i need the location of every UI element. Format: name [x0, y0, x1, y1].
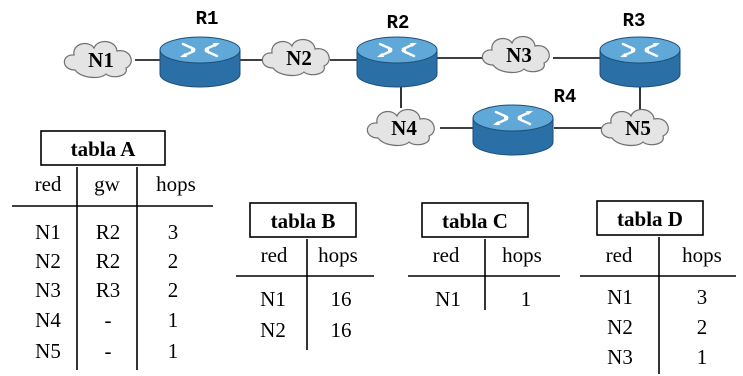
column-header: gw — [94, 172, 121, 196]
network-n2: N2 — [261, 38, 330, 77]
router-icon — [355, 35, 439, 89]
network-label: N3 — [506, 43, 532, 67]
table-title-box — [40, 130, 166, 166]
cell-red: N2 — [260, 318, 286, 342]
table-title-box — [249, 202, 357, 238]
cell-gw: R2 — [96, 220, 121, 244]
cell-red: N1 — [260, 287, 286, 311]
cell-gw: R3 — [96, 278, 121, 302]
router-icon — [471, 103, 555, 157]
cell-red: N3 — [35, 278, 61, 302]
router-r3: R3 — [598, 10, 682, 89]
table-row: N2 R2 2 — [35, 249, 178, 273]
router-label: R3 — [623, 10, 646, 32]
column-header: hops — [502, 243, 542, 267]
table-row: N5 - 1 — [35, 339, 178, 363]
cell-gw: - — [105, 339, 112, 363]
cell-red: N4 — [35, 308, 61, 332]
table-row: N1 1 — [435, 287, 531, 311]
table-b: tabla B red hops N1 16 N2 16 — [236, 202, 374, 350]
network-n5: N5 — [600, 108, 669, 147]
network-label: N1 — [88, 48, 114, 72]
network-n1: N1 — [63, 40, 132, 79]
cell-hops: 1 — [168, 339, 179, 363]
links — [135, 57, 641, 129]
column-header: red — [606, 243, 633, 267]
table-c: tabla C red hops N1 1 — [408, 202, 560, 311]
cell-gw: R2 — [96, 249, 121, 273]
table-title-box — [421, 202, 529, 238]
cell-hops: 1 — [168, 308, 179, 332]
column-header: red — [433, 243, 460, 267]
cell-red: N3 — [607, 345, 633, 369]
column-header: red — [261, 243, 288, 267]
cell-red: N1 — [435, 287, 461, 311]
router-icon — [598, 35, 682, 89]
cell-hops: 2 — [168, 278, 179, 302]
cell-hops: 16 — [331, 318, 352, 342]
router-icon — [158, 35, 242, 89]
cell-gw: - — [105, 308, 112, 332]
network-label: N4 — [391, 116, 417, 140]
column-header: red — [35, 172, 62, 196]
table-row: N1 16 — [260, 287, 351, 311]
table-title: tabla B — [271, 209, 336, 233]
cell-hops: 2 — [697, 315, 708, 339]
router-r1: R1 — [158, 8, 242, 89]
cell-hops: 3 — [697, 285, 708, 309]
column-header: hops — [318, 243, 358, 267]
cell-hops: 1 — [697, 345, 708, 369]
table-row: N2 2 — [607, 315, 707, 339]
table-title: tabla D — [617, 207, 683, 231]
cell-hops: 16 — [331, 287, 352, 311]
cell-hops: 3 — [168, 220, 179, 244]
table-row: N4 - 1 — [35, 308, 178, 332]
cell-hops: 1 — [521, 287, 532, 311]
table-d: tabla D red hops N1 3 N2 2 N3 1 — [580, 200, 736, 374]
cell-red: N1 — [35, 220, 61, 244]
network-n3: N3 — [481, 35, 550, 74]
network-label: N2 — [286, 46, 312, 70]
network-n4: N4 — [366, 108, 435, 147]
router-r4: R4 — [471, 86, 577, 157]
cell-red: N2 — [607, 315, 633, 339]
table-title-box — [596, 200, 704, 236]
router-label: R4 — [554, 86, 577, 108]
column-header: hops — [682, 243, 722, 267]
table-a: tabla A red gw hops N1 R2 3 N2 R2 2 N3 R… — [12, 130, 213, 370]
table-row: N1 R2 3 — [35, 220, 178, 244]
cell-red: N2 — [35, 249, 61, 273]
column-header: hops — [156, 172, 196, 196]
table-row: N3 R3 2 — [35, 278, 178, 302]
table-row: N1 3 — [607, 285, 707, 309]
router-label: R2 — [387, 12, 410, 34]
cell-red: N1 — [607, 285, 633, 309]
cell-red: N5 — [35, 339, 61, 363]
cell-hops: 2 — [168, 249, 179, 273]
table-row: N2 16 — [260, 318, 351, 342]
table-row: N3 1 — [607, 345, 707, 369]
router-label: R1 — [196, 8, 219, 30]
table-title: tabla C — [442, 209, 508, 233]
router-r2: R2 — [355, 12, 439, 89]
network-label: N5 — [625, 116, 651, 140]
table-title: tabla A — [71, 137, 137, 161]
